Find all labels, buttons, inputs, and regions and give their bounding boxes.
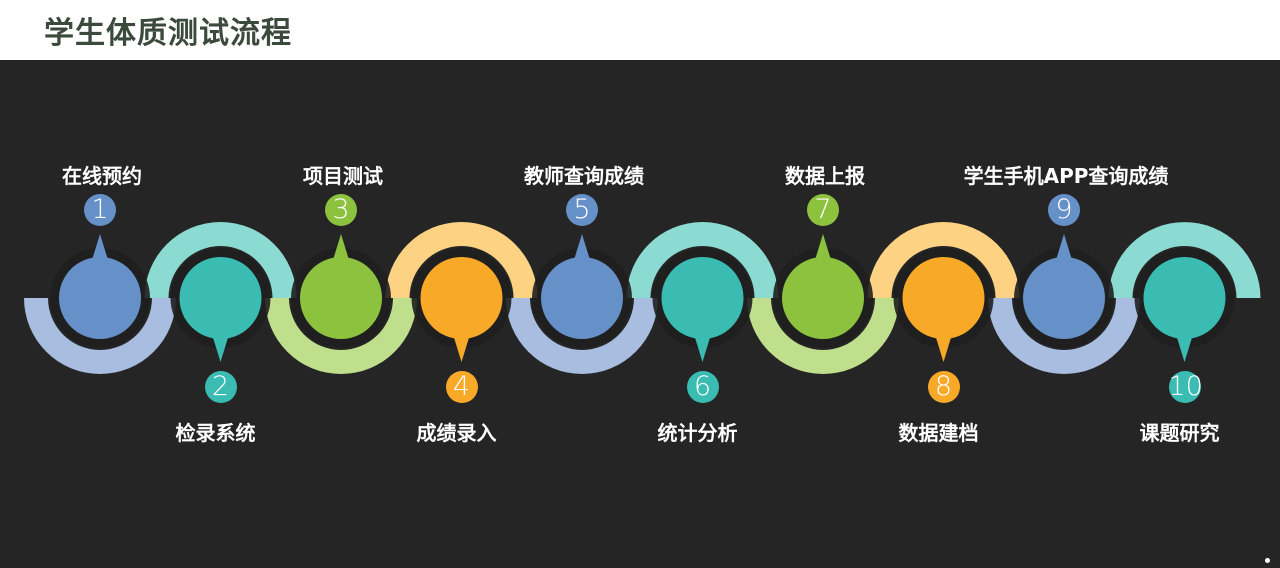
node-circle-5: [541, 257, 623, 339]
step-label-3: 项目测试: [303, 164, 383, 188]
wave-band-10: [1108, 222, 1261, 298]
wave-band-3: [265, 298, 417, 374]
node-pointer-2: [212, 336, 229, 362]
step-number-badge-5: 5: [566, 194, 598, 226]
wave-band-7: [747, 298, 899, 374]
step-number-badge-3: 3: [325, 194, 357, 226]
step-label-2: 检录系统: [175, 421, 256, 445]
step-label-9: 学生手机APP查询成绩: [963, 164, 1169, 188]
step-number-badge-10: 10: [1168, 371, 1203, 403]
step-label-8: 数据建档: [898, 421, 979, 445]
step-number-badge-8: 8: [927, 371, 960, 403]
wave-band-1: [24, 298, 176, 374]
node-pointer-6: [694, 336, 711, 362]
node-pointer-1: [92, 234, 108, 260]
wave-band-5: [506, 298, 658, 374]
wave-band-8: [867, 222, 1020, 298]
node-circle-2: [179, 257, 262, 339]
step-number-badge-6: 6: [686, 371, 719, 403]
step-number-badge-1: 1: [84, 194, 116, 226]
step-label-10: 课题研究: [1139, 421, 1220, 445]
wave-band-2: [144, 222, 297, 298]
step-number-badge-7: 7: [807, 194, 839, 226]
node-circle-7: [782, 257, 864, 339]
node-circle-1: [59, 257, 141, 339]
node-circle-6: [661, 257, 744, 339]
node-pointer-8: [935, 336, 952, 362]
step-label-5: 教师查询成绩: [524, 164, 644, 188]
wave-band-6: [626, 222, 779, 298]
step-label-4: 成绩录入: [416, 421, 497, 445]
node-pointer-5: [574, 234, 590, 260]
node-pointer-10: [1176, 336, 1193, 362]
step-number-badge-4: 4: [445, 371, 478, 403]
node-circle-8: [902, 257, 985, 339]
wave-band-9: [988, 298, 1140, 374]
step-label-6: 统计分析: [657, 421, 738, 445]
corner-dot: [1265, 558, 1270, 563]
node-pointer-3: [333, 234, 349, 260]
node-pointer-9: [1056, 234, 1072, 260]
page-title: 学生体质测试流程: [44, 16, 292, 51]
step-label-7: 数据上报: [785, 164, 865, 188]
node-pointer-4: [453, 336, 470, 362]
node-circle-3: [300, 257, 382, 339]
node-circle-4: [420, 257, 503, 339]
node-pointer-7: [815, 234, 831, 260]
step-number-badge-9: 9: [1048, 194, 1080, 226]
step-number-badge-2: 2: [204, 371, 237, 403]
node-circle-9: [1023, 257, 1105, 339]
header: 学生体质测试流程: [0, 0, 1280, 60]
node-circle-10: [1143, 257, 1226, 339]
wave-band-4: [385, 222, 538, 298]
step-label-1: 在线预约: [62, 164, 142, 188]
